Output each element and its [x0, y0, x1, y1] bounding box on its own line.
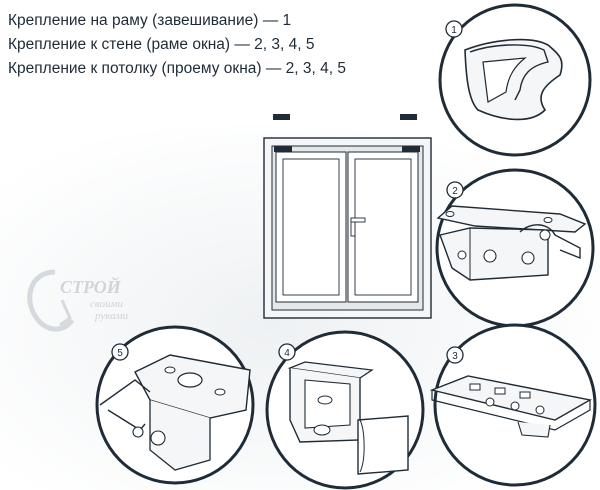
callout-label-2: 2 [452, 186, 458, 197]
watermark-title: СТРОЙ [60, 275, 122, 297]
callout-label-5: 5 [117, 348, 123, 359]
watermark-logo: СТРОЙ своими руками [27, 269, 129, 332]
callout-label-3: 3 [452, 351, 458, 362]
detail-circle-2: 2 [435, 168, 595, 328]
caption-frame-mount: Крепление на раму (завешивание) — 1 [8, 12, 292, 29]
callout-label-1: 1 [451, 25, 457, 36]
detail-circle-1: 1 [438, 3, 592, 157]
bracket-mark-right [400, 114, 417, 120]
caption-ceiling-mount: Крепление к потолку (проему окна) — 2, 3… [8, 60, 346, 77]
watermark-line2: своими [90, 298, 124, 310]
callout-label-4: 4 [284, 348, 290, 359]
detail-circle-4: 4 [265, 330, 425, 490]
window-illustration [263, 114, 432, 319]
watermark-line3: руками [94, 310, 129, 322]
caption-wall-mount: Крепление к стене (раме окна) — 2, 3, 4,… [8, 36, 315, 53]
detail-circle-3: 3 [429, 323, 597, 487]
detail-circle-5: 5 [95, 325, 255, 485]
bracket-mark-left [273, 114, 290, 120]
